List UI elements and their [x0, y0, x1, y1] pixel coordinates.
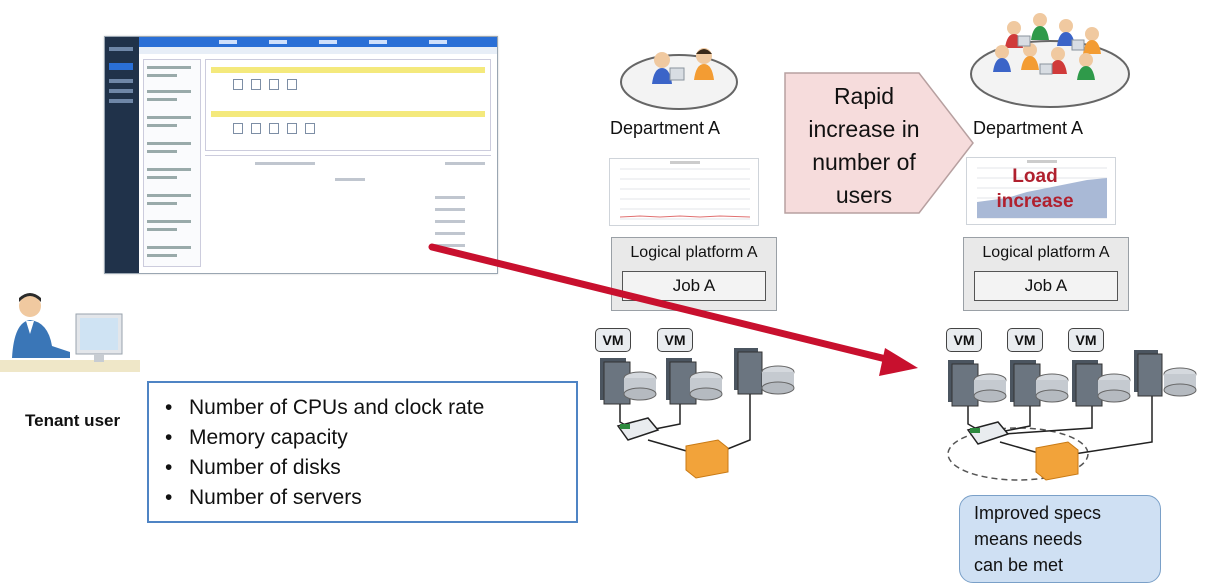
server-stack-4 [1134, 350, 1197, 397]
server-stack-3 [1072, 360, 1131, 407]
vm-badge-after-3: VM [1068, 328, 1104, 352]
server-stack-3 [734, 348, 795, 395]
screenshot-header [139, 37, 497, 47]
screenshot-list-panel [143, 59, 201, 267]
job-box-after: Job A [974, 271, 1118, 301]
logical-platform-after: Logical platform A Job A [963, 237, 1129, 311]
rapid-increase-callout-arrow [784, 72, 974, 214]
callout-line-1: Rapid [833, 83, 895, 109]
note-line-1: Improved specs [974, 503, 1102, 523]
vm-badge-after-2: VM [1007, 328, 1043, 352]
logical-platform-before: Logical platform A Job A [611, 237, 777, 311]
load-chart-before [609, 158, 759, 226]
network-switch [616, 417, 660, 441]
spec-item-servers: Number of servers [165, 483, 576, 513]
job-box-before: Job A [622, 271, 766, 301]
note-line-2: means needs [974, 529, 1083, 549]
network-switch [966, 421, 1010, 445]
callout-line-3: number of [812, 149, 916, 175]
improvement-note: Improved specs means needs can be met [959, 495, 1161, 583]
note-line-3: can be met [974, 555, 1064, 575]
callout-line-4: users [835, 182, 893, 208]
spec-item-disks: Number of disks [165, 453, 576, 483]
spec-item-cpus: Number of CPUs and clock rate [165, 393, 576, 423]
user-group-small-icon [620, 48, 738, 110]
vm-badge-before-2: VM [657, 328, 693, 352]
load-chart-after [966, 157, 1116, 225]
improvement-note-text: Improved specs means needs can be met [974, 500, 1101, 578]
server-stack-1 [600, 358, 657, 405]
screenshot-sidebar [105, 37, 139, 273]
vm-badge-before-1: VM [595, 328, 631, 352]
screenshot-form-rows [205, 155, 491, 256]
server-stack-2 [1010, 360, 1069, 407]
tenant-user-illustration [0, 293, 140, 372]
spec-list: Number of CPUs and clock rate Memory cap… [149, 383, 576, 513]
screenshot-highlight-bar-2 [211, 111, 485, 117]
screenshot-breadcrumb-bar [139, 47, 497, 54]
department-label-before: Department A [610, 118, 721, 138]
department-label-after: Department A [973, 118, 1084, 138]
infrastructure-after [947, 350, 1197, 481]
rapid-increase-callout-text: Rapid increase in number of users [784, 80, 944, 212]
callout-line-2: increase in [808, 116, 920, 142]
screenshot-highlight-bar-1 [211, 67, 485, 73]
vm-badge-after-1: VM [946, 328, 982, 352]
server-stack-1 [948, 360, 1007, 407]
load-increase-label: Load increase [975, 164, 1095, 214]
storage-box [685, 439, 729, 479]
user-group-large-icon [970, 13, 1130, 108]
platform-title-before: Logical platform A [630, 244, 758, 261]
spec-list-box: Number of CPUs and clock rate Memory cap… [147, 381, 578, 523]
server-stack-2 [666, 358, 723, 405]
portal-screenshot [104, 36, 498, 274]
platform-title-after: Logical platform A [982, 244, 1110, 261]
screenshot-detail-panel [205, 59, 491, 151]
infrastructure-before [600, 348, 795, 479]
load-line-1: Load [1012, 166, 1058, 187]
load-line-2: increase [996, 191, 1074, 212]
tenant-user-label: Tenant user [25, 411, 121, 430]
storage-box [1035, 441, 1079, 481]
spec-item-memory: Memory capacity [165, 423, 576, 453]
